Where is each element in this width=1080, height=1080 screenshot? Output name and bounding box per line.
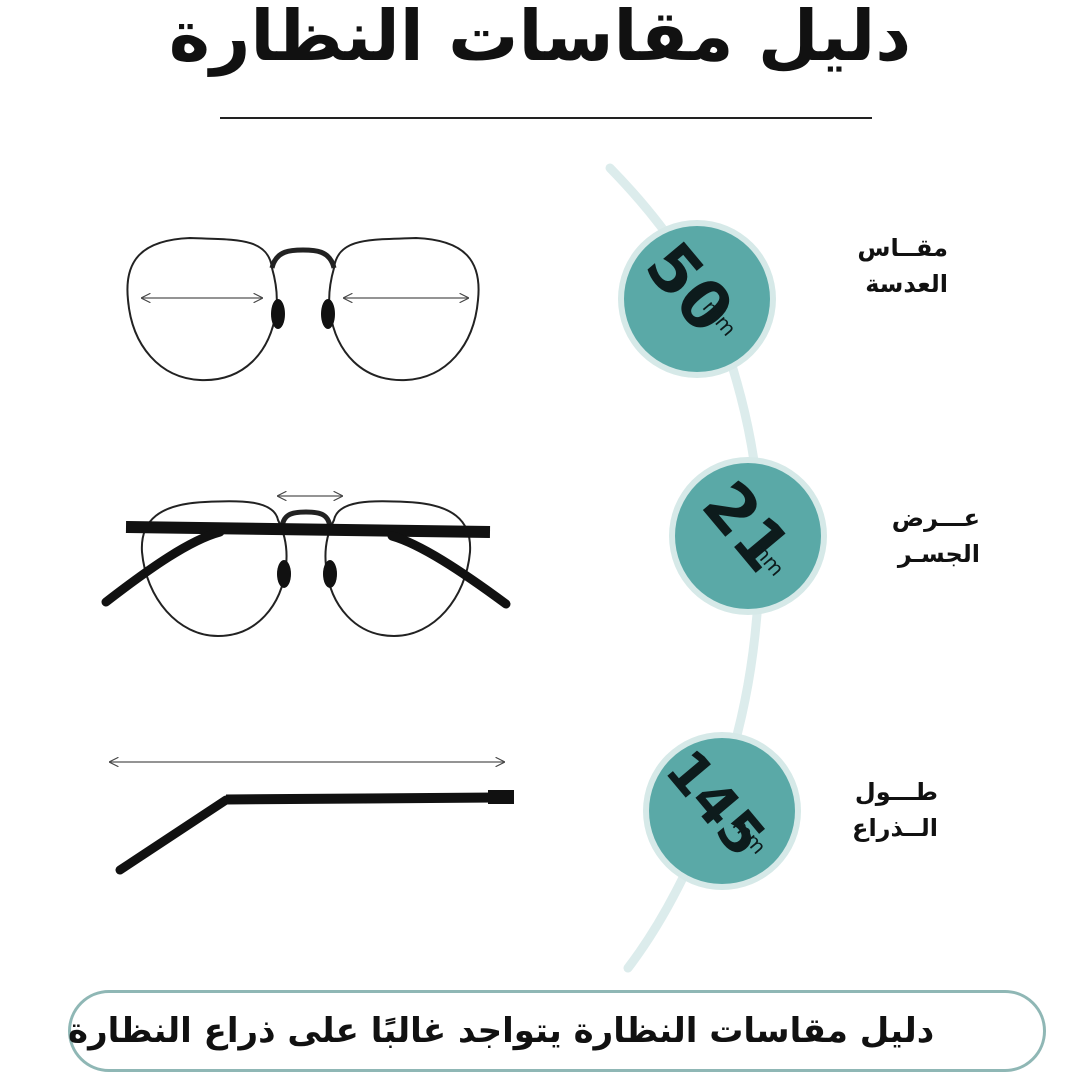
badge-bridge [669,457,827,615]
lens-size-label: مقــاس العدسة [840,230,948,302]
arm-length-label: طـــول الــذراع [830,774,938,846]
temple-left [101,527,225,607]
bridge-pad-right [323,560,337,588]
footer-banner [68,990,1046,1072]
bridge-width-label: عـــرض الجسـر [872,500,980,572]
footer-text: دليل مقاسات النظارة يتواجد غالبًا على ذر… [68,1011,935,1051]
badge-arm [643,732,801,890]
nose-pad-right [321,299,335,329]
title-divider [220,117,872,119]
bridge-width-label-line1: عـــرض [891,504,980,532]
nose-pad-left [271,299,285,329]
frame-bar [125,521,491,538]
lens-size-label-line1: مقــاس [857,234,948,262]
page-title: دليل مقاسات النظارة [168,0,912,77]
lens-size-label-line2: العدسة [865,270,948,298]
arm-length-label-line2: الــذراع [852,814,938,842]
bridge-width-label-line2: الجسـر [897,540,980,568]
badge-lens [618,220,776,378]
arm-length-label-line1: طـــول [854,778,938,806]
glasses-bridge-icon [140,496,472,638]
glasses-front-icon [126,236,480,382]
temple-arm-icon [115,790,514,875]
temple-right [387,531,511,609]
bridge-pad-left [277,560,291,588]
